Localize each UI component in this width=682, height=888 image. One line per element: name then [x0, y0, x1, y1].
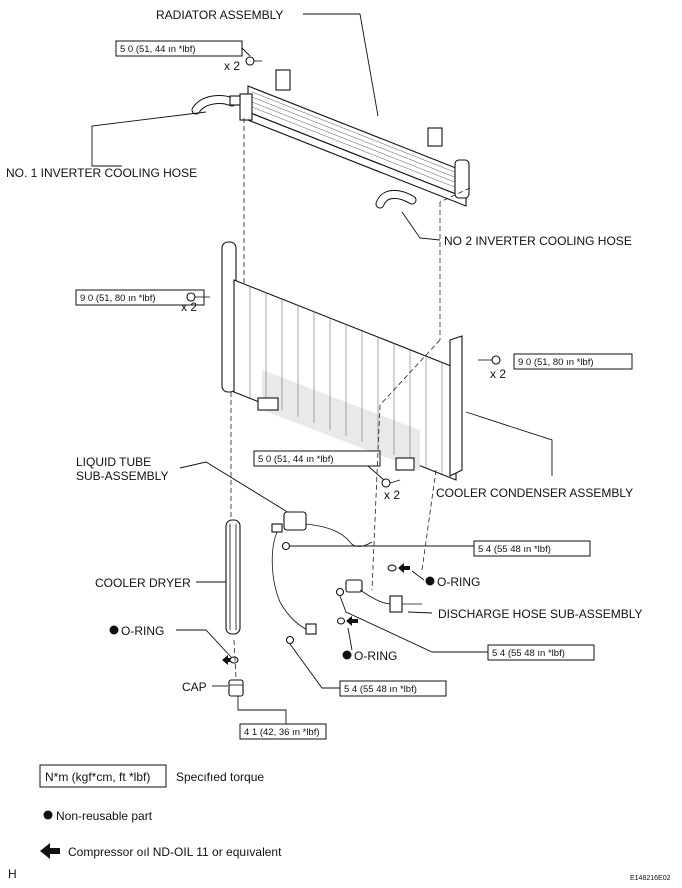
torque-box-lower-frame — [339, 680, 447, 697]
inverter-hose-2 — [375, 190, 417, 209]
cooler-dryer-label: COOLER DRYER — [95, 576, 191, 590]
hose1-leader — [91, 111, 207, 167]
bolt-icon — [281, 541, 291, 551]
align-line — [371, 404, 381, 591]
hose2-leader — [401, 211, 441, 241]
oring-right-lower-label: O-RING — [354, 649, 397, 663]
radiator-leader — [359, 13, 379, 117]
oring-lower-leader — [347, 627, 353, 651]
torque-center-leader — [367, 465, 385, 481]
cap-torque-leader — [237, 696, 287, 724]
quantity-label: x 2 — [490, 367, 506, 381]
torque-box-liquid-frame — [473, 540, 591, 557]
bolt-icon — [381, 478, 401, 488]
bolt-icon — [285, 635, 295, 645]
nonreusable-dot — [425, 576, 435, 586]
figure-code: E148216E02 — [630, 875, 671, 882]
liquid-tube-label-line2: SUB-ASSEMBLY — [76, 469, 168, 483]
bolt-icon — [245, 56, 262, 66]
cooler-condenser — [221, 241, 463, 481]
oring-right-upper-label: O-RING — [437, 575, 480, 589]
nonreusable-dot — [109, 625, 119, 635]
inverter-hose-1 — [191, 95, 241, 115]
oil-arrow-icon — [222, 655, 234, 665]
torque-center: 5 0 (51, 44 ın *lbf) — [258, 454, 334, 465]
nonreusable-dot — [342, 650, 352, 660]
oil-arrow-icon — [398, 563, 410, 573]
torque-box-left-frame — [75, 289, 205, 306]
oil-arrow-icon — [346, 616, 358, 626]
cooler-dryer — [225, 519, 241, 635]
condenser-label: COOLER CONDENSER ASSEMBLY — [436, 486, 633, 500]
liquid-tube — [271, 511, 373, 635]
torque-left-mid: 9 0 (51, 80 ın *lbf) — [80, 293, 156, 304]
nonreusable-dot-icon — [43, 810, 53, 820]
quantity-label: x 2 — [224, 59, 240, 73]
torque-top: 5 0 (51, 44 ın *lbf) — [120, 44, 196, 55]
quantity-label: x 2 — [384, 488, 400, 502]
corner-letter: H — [8, 867, 17, 881]
torque-top-leader — [241, 47, 251, 57]
radiator-assembly — [239, 69, 470, 207]
condenser-leader — [465, 411, 553, 476]
bolt-icon — [335, 587, 345, 597]
quantity-label: x 2 — [181, 300, 197, 314]
align-line — [379, 339, 441, 406]
torque-right-mid: 9 0 (51, 80 ın *lbf) — [518, 357, 594, 368]
liquid-tube-leader — [179, 461, 295, 517]
legend-torque-box — [39, 764, 167, 788]
discharge-label: DISCHARGE HOSE SUB-ASSEMBLY — [438, 607, 643, 621]
oil-arrow-icon — [40, 843, 60, 859]
discharge-leader — [407, 611, 433, 614]
hose2-label: NO 2 INVERTER COOLING HOSE — [444, 234, 632, 248]
liquid-tube-label-line1: LIQUID TUBE — [76, 455, 151, 469]
legend-torque-desc: Specıfıed torque — [176, 770, 264, 784]
torque-cap: 4 1 (42, 36 ın *lbf) — [244, 727, 320, 738]
torque-box-center-frame — [253, 450, 381, 467]
bolt-icon — [478, 355, 501, 365]
legend-torque-units: N*m (kgf*cm, ft *lbf) — [45, 770, 150, 784]
oring-right-leader — [411, 570, 425, 581]
oring — [387, 564, 397, 572]
torque-box-discharge-frame — [487, 644, 595, 661]
oring — [336, 617, 346, 625]
cap-label: CAP — [182, 680, 207, 694]
legend-nonreusable: Non-reusable part — [56, 809, 153, 823]
bolt-icon — [186, 292, 210, 302]
torque-box-cap-frame — [239, 723, 327, 740]
legend-compressor-oil: Compressor oıl ND-OIL 11 or equıvalent — [68, 845, 282, 859]
align-line — [233, 639, 237, 679]
torque-liquid: 5 4 (55 48 ın *lbf) — [478, 544, 551, 555]
cap — [228, 679, 244, 697]
discharge-torque-leader — [339, 595, 488, 653]
radiator-label: RADIATOR ASSEMBLY — [156, 8, 283, 22]
hose1-label: NO. 1 INVERTER COOLING HOSE — [6, 166, 197, 180]
oring-left-label: O-RING — [121, 624, 164, 638]
lower-torque-leader — [289, 643, 340, 689]
torque-discharge: 5 4 (55 48 ın *lbf) — [492, 648, 565, 659]
oring — [229, 656, 239, 664]
torque-box-right-frame — [513, 353, 633, 370]
oring-left-leader — [176, 629, 233, 659]
discharge-hose — [345, 579, 422, 613]
align-line — [439, 187, 471, 203]
torque-lower: 5 4 (55 48 ın *lbf) — [344, 684, 417, 695]
align-line — [421, 469, 437, 571]
